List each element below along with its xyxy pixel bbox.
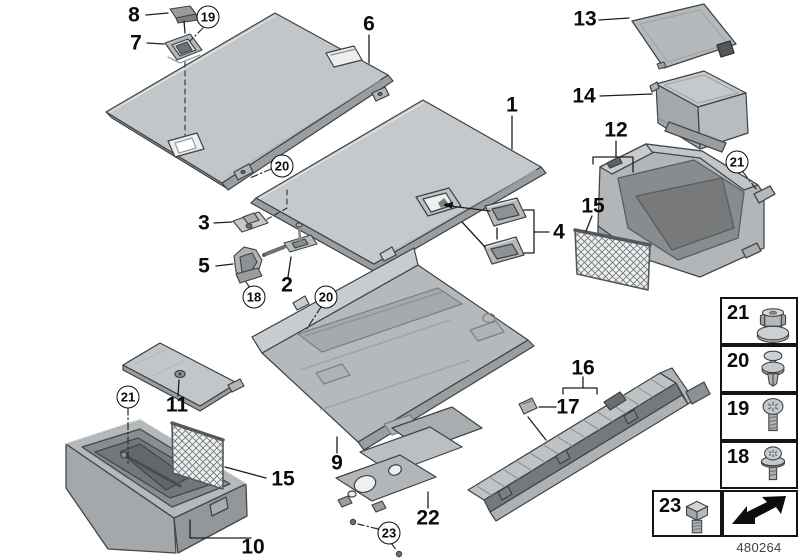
part-label-14[interactable]: 14 [572, 84, 596, 108]
direction-arrow-icon [732, 495, 786, 524]
part-label-16[interactable]: 16 [571, 356, 595, 380]
hook-5-shape [233, 246, 263, 284]
expansion-rivet-icon [761, 350, 785, 387]
legend-box-23[interactable]: 23 [652, 490, 722, 537]
legend-number-23: 23 [659, 495, 682, 517]
diagram-number: 480264 [736, 540, 782, 555]
net-15-left-shape [170, 421, 225, 490]
legend-number-21: 21 [727, 302, 750, 324]
assembly-axis-lines [184, 61, 288, 222]
part-label-1[interactable]: 1 [506, 93, 518, 117]
panel-1-shape [250, 99, 547, 273]
part-label-5[interactable]: 5 [198, 254, 210, 278]
lid-13-shape [631, 3, 737, 70]
callout-21-left[interactable]: 21 [116, 385, 140, 409]
bracket-3-shape [232, 211, 269, 233]
part-label-13[interactable]: 13 [573, 7, 597, 31]
bin-12-shape [597, 121, 776, 278]
flange-nut-icon [756, 308, 790, 343]
bracket-22-shape [335, 406, 483, 558]
legend-box-21[interactable]: 21 [720, 297, 798, 345]
legend-box-19[interactable]: 19 [720, 393, 798, 441]
callout-19[interactable]: 19 [196, 5, 220, 29]
legend-number-18: 18 [727, 446, 750, 468]
clip-17-shape [518, 397, 538, 415]
part-label-11[interactable]: 11 [165, 393, 189, 417]
legend-box-20[interactable]: 20 [720, 345, 798, 393]
legend-direction-box [722, 490, 798, 537]
part-label-15-right[interactable]: 15 [581, 194, 605, 218]
panel-6-shape [105, 12, 394, 191]
grommet-7-shape [164, 33, 203, 64]
legend-number-19: 19 [727, 398, 750, 420]
callout-21-right[interactable]: 21 [725, 150, 749, 174]
callout-18[interactable]: 18 [242, 285, 266, 309]
sill-16-shape [467, 367, 711, 522]
part-label-12[interactable]: 12 [604, 118, 628, 142]
part-label-2[interactable]: 2 [281, 273, 293, 297]
part-label-3[interactable]: 3 [198, 211, 210, 235]
toolbox-10-shape [65, 419, 248, 554]
legend-box-18[interactable]: 18 [720, 441, 798, 489]
panel-9-shape [251, 246, 535, 451]
torx-screw-icon [762, 398, 784, 432]
hex-bolt-icon [685, 500, 709, 534]
part-label-8[interactable]: 8 [128, 3, 140, 27]
part-label-9[interactable]: 9 [331, 451, 343, 475]
part-label-15-left[interactable]: 15 [271, 467, 295, 491]
net-15-right-shape [573, 228, 652, 291]
callout-leaders [127, 27, 757, 552]
callout-20-top[interactable]: 20 [270, 154, 294, 178]
handles-4-shape [483, 197, 527, 265]
torx-screw-washer-icon [760, 446, 786, 481]
part-label-7[interactable]: 7 [130, 31, 142, 55]
legend-number-20: 20 [727, 350, 750, 372]
part-label-6[interactable]: 6 [363, 12, 375, 36]
part-label-22[interactable]: 22 [416, 506, 440, 530]
part-label-17[interactable]: 17 [556, 395, 580, 419]
leader-lines [145, 12, 653, 539]
part-label-10[interactable]: 10 [241, 535, 265, 559]
callout-23[interactable]: 23 [377, 521, 401, 545]
tray-11-shape [122, 342, 245, 412]
callout-20-mid[interactable]: 20 [314, 285, 338, 309]
hinge-2-shape [262, 222, 318, 257]
part-label-4[interactable]: 4 [553, 220, 565, 244]
